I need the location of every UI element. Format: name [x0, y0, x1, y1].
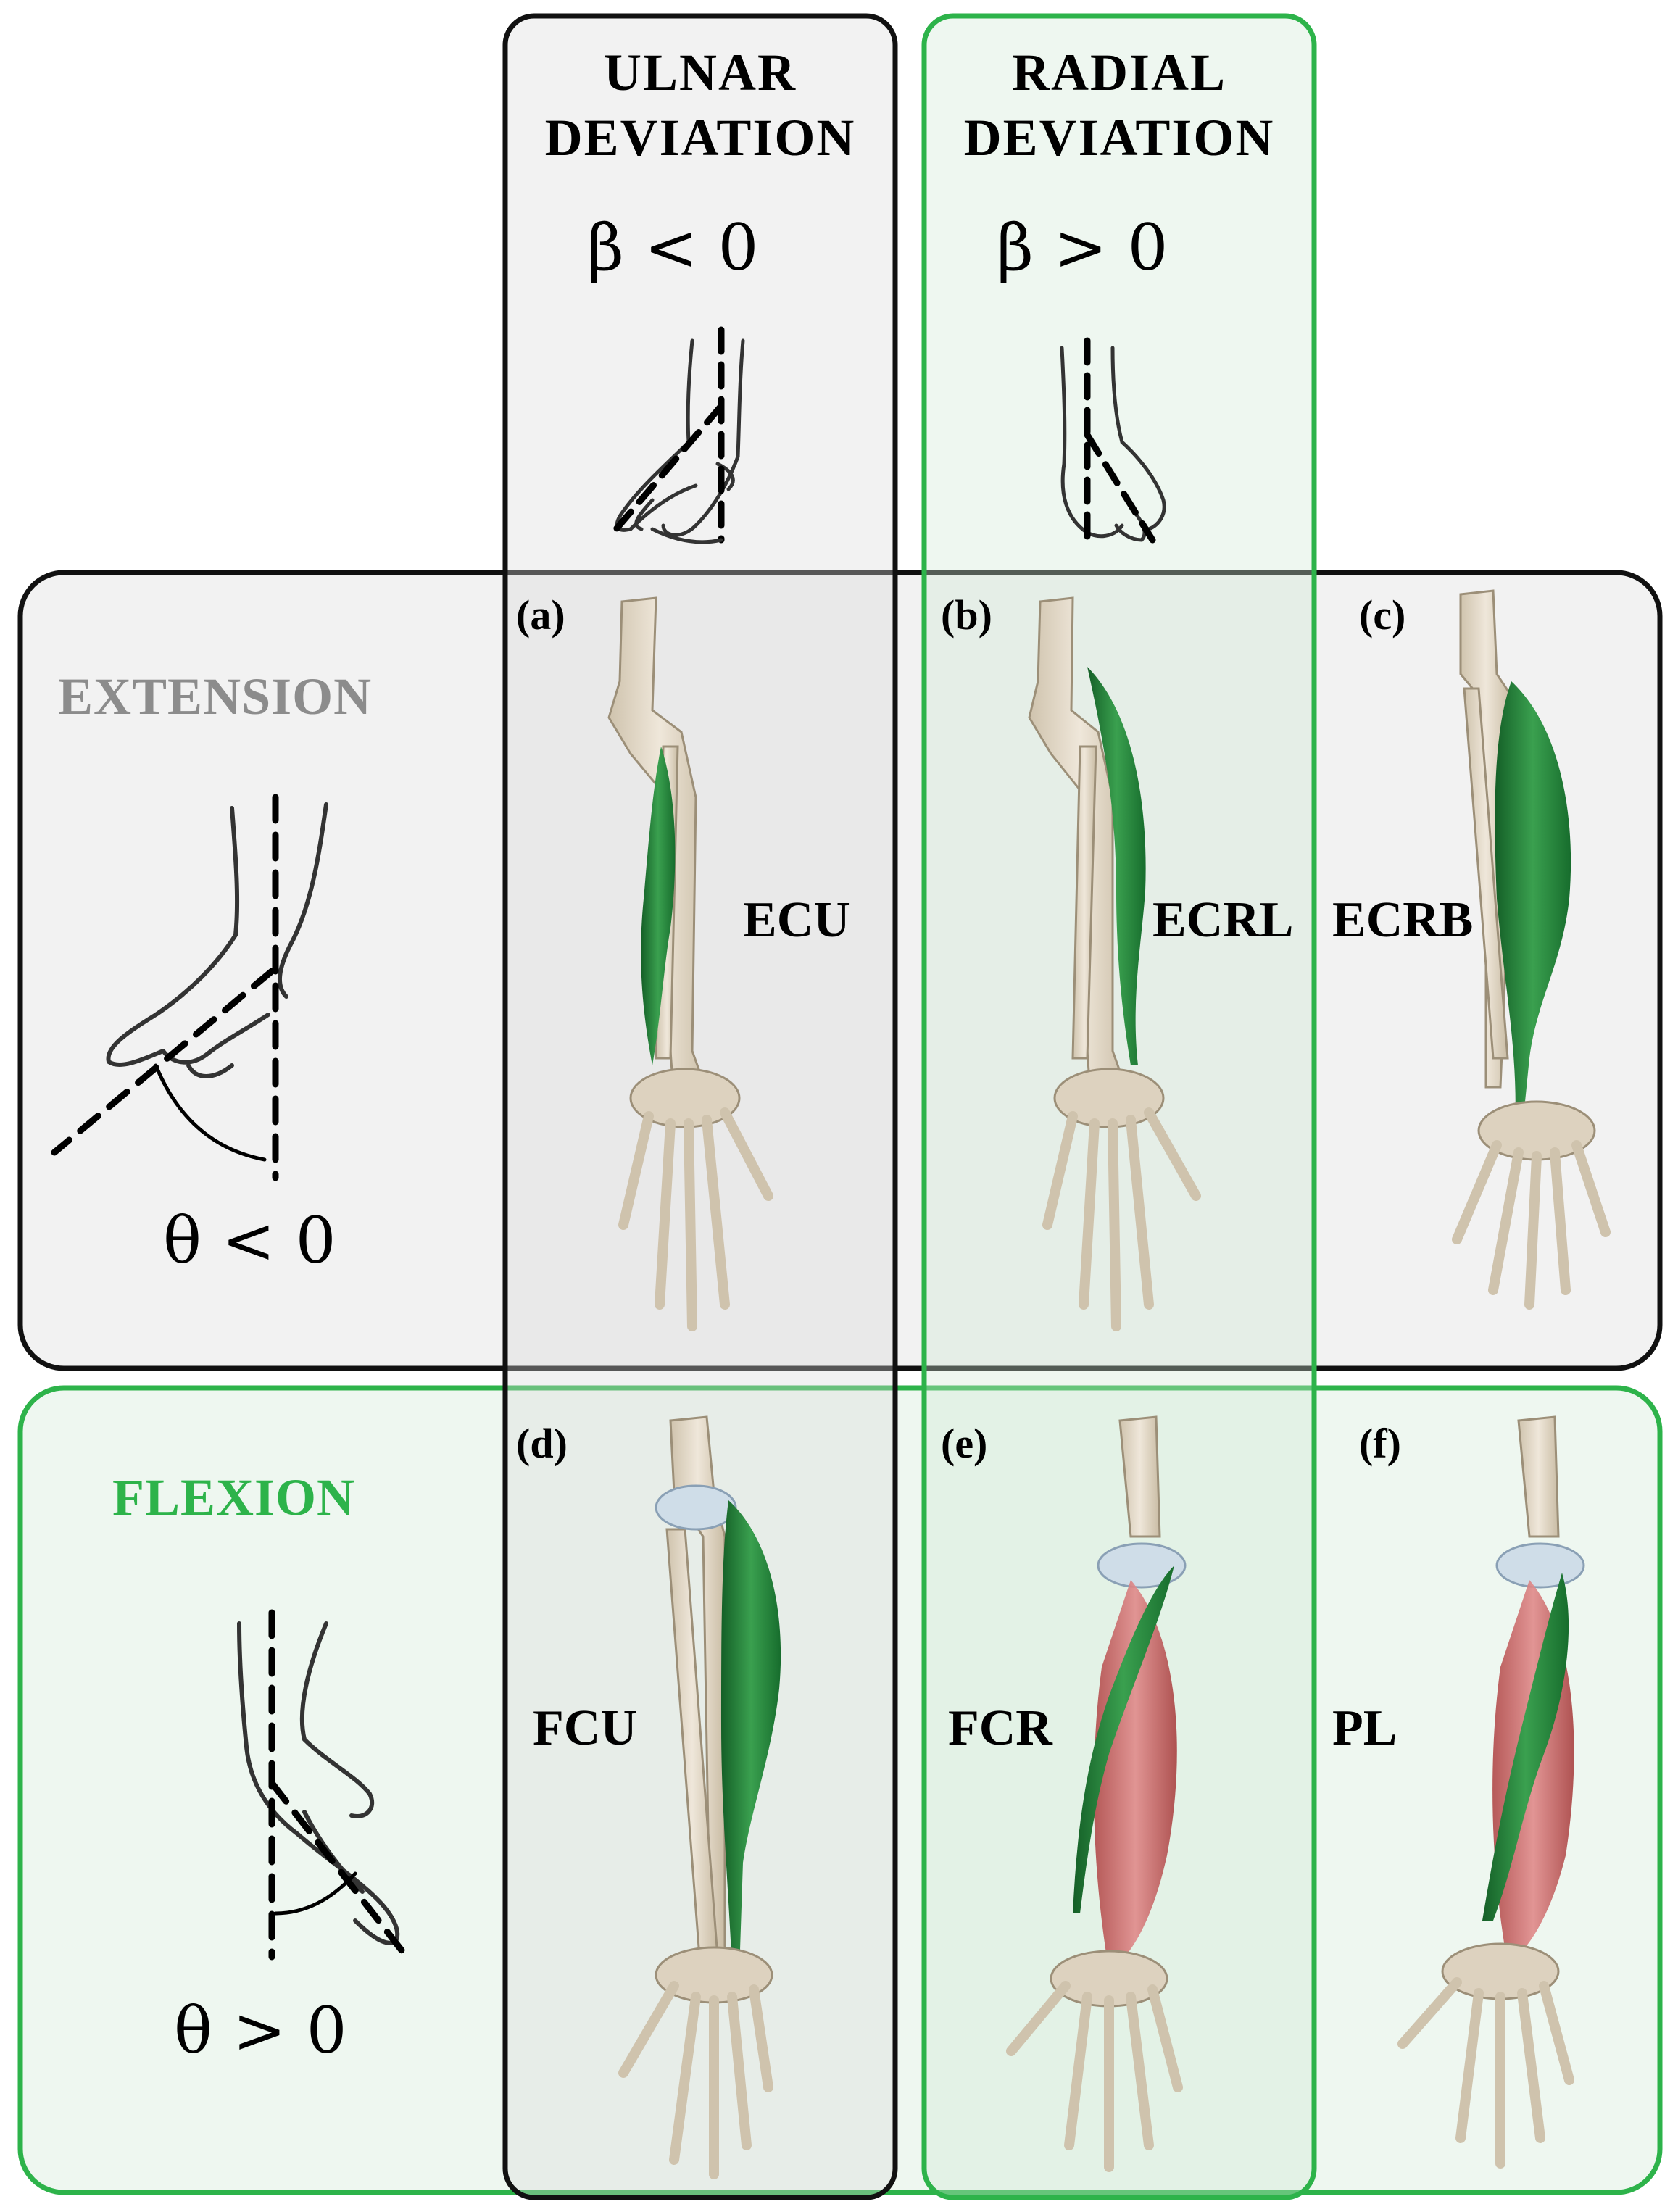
forearm-illustration-c — [1452, 589, 1611, 1310]
radial-deviation-hand-icon — [1060, 337, 1166, 547]
ulnar-beta-condition: β < 0 — [587, 210, 759, 285]
muscle-label-ecu: ECU — [743, 892, 850, 948]
forearm-illustration-d — [618, 1415, 781, 2179]
flexion-hand-icon — [237, 1609, 413, 1964]
flexion-theta-condition: θ > 0 — [174, 1993, 347, 2068]
extension-row-box — [17, 570, 1663, 1371]
fcu-muscle — [721, 1500, 781, 1971]
muscle-label-ecrl: ECRL — [1152, 892, 1294, 948]
extension-theta-condition: θ < 0 — [163, 1203, 336, 1278]
ulnar-title-line1: ULNAR — [603, 43, 797, 101]
fcr-muscle — [1073, 1566, 1174, 1913]
ulnar-deviation-hand-icon — [612, 326, 745, 544]
radial-deviation-header: RADIAL DEVIATION — [924, 40, 1314, 170]
forearm-illustration-f — [1397, 1415, 1585, 2169]
forearm-illustration-b — [1028, 596, 1201, 1331]
ulnar-title-line2: DEVIATION — [544, 109, 856, 167]
flexion-row-box — [17, 1385, 1663, 2195]
ulnar-deviation-header: ULNAR DEVIATION — [505, 40, 895, 170]
panel-letter-b: (b) — [941, 591, 992, 639]
panel-letter-a: (a) — [516, 591, 565, 639]
ecu-muscle — [641, 747, 676, 1065]
forearm-illustration-a — [607, 596, 773, 1331]
panel-letter-c: (c) — [1359, 591, 1406, 639]
extension-row-title: EXTENSION — [58, 668, 373, 725]
radial-title-line1: RADIAL — [1011, 43, 1227, 101]
ecrb-muscle — [1495, 681, 1571, 1131]
extension-hand-icon — [51, 794, 328, 1181]
flexion-row-title: FLEXION — [112, 1468, 356, 1526]
ecrl-muscle — [1087, 667, 1146, 1065]
radial-beta-condition: β > 0 — [997, 210, 1168, 285]
forearm-illustration-e — [1006, 1415, 1187, 2172]
panel-letter-f: (f) — [1359, 1420, 1401, 1467]
muscle-label-fcu: FCU — [533, 1700, 637, 1756]
panel-letter-e: (e) — [941, 1420, 988, 1467]
muscle-label-ecrb: ECRB — [1332, 892, 1474, 948]
radial-title-line2: DEVIATION — [963, 109, 1275, 167]
pl-muscle — [1482, 1573, 1569, 1921]
panel-letter-d: (d) — [516, 1420, 568, 1467]
muscle-label-fcr: FCR — [948, 1700, 1052, 1756]
muscle-label-pl: PL — [1332, 1700, 1397, 1756]
